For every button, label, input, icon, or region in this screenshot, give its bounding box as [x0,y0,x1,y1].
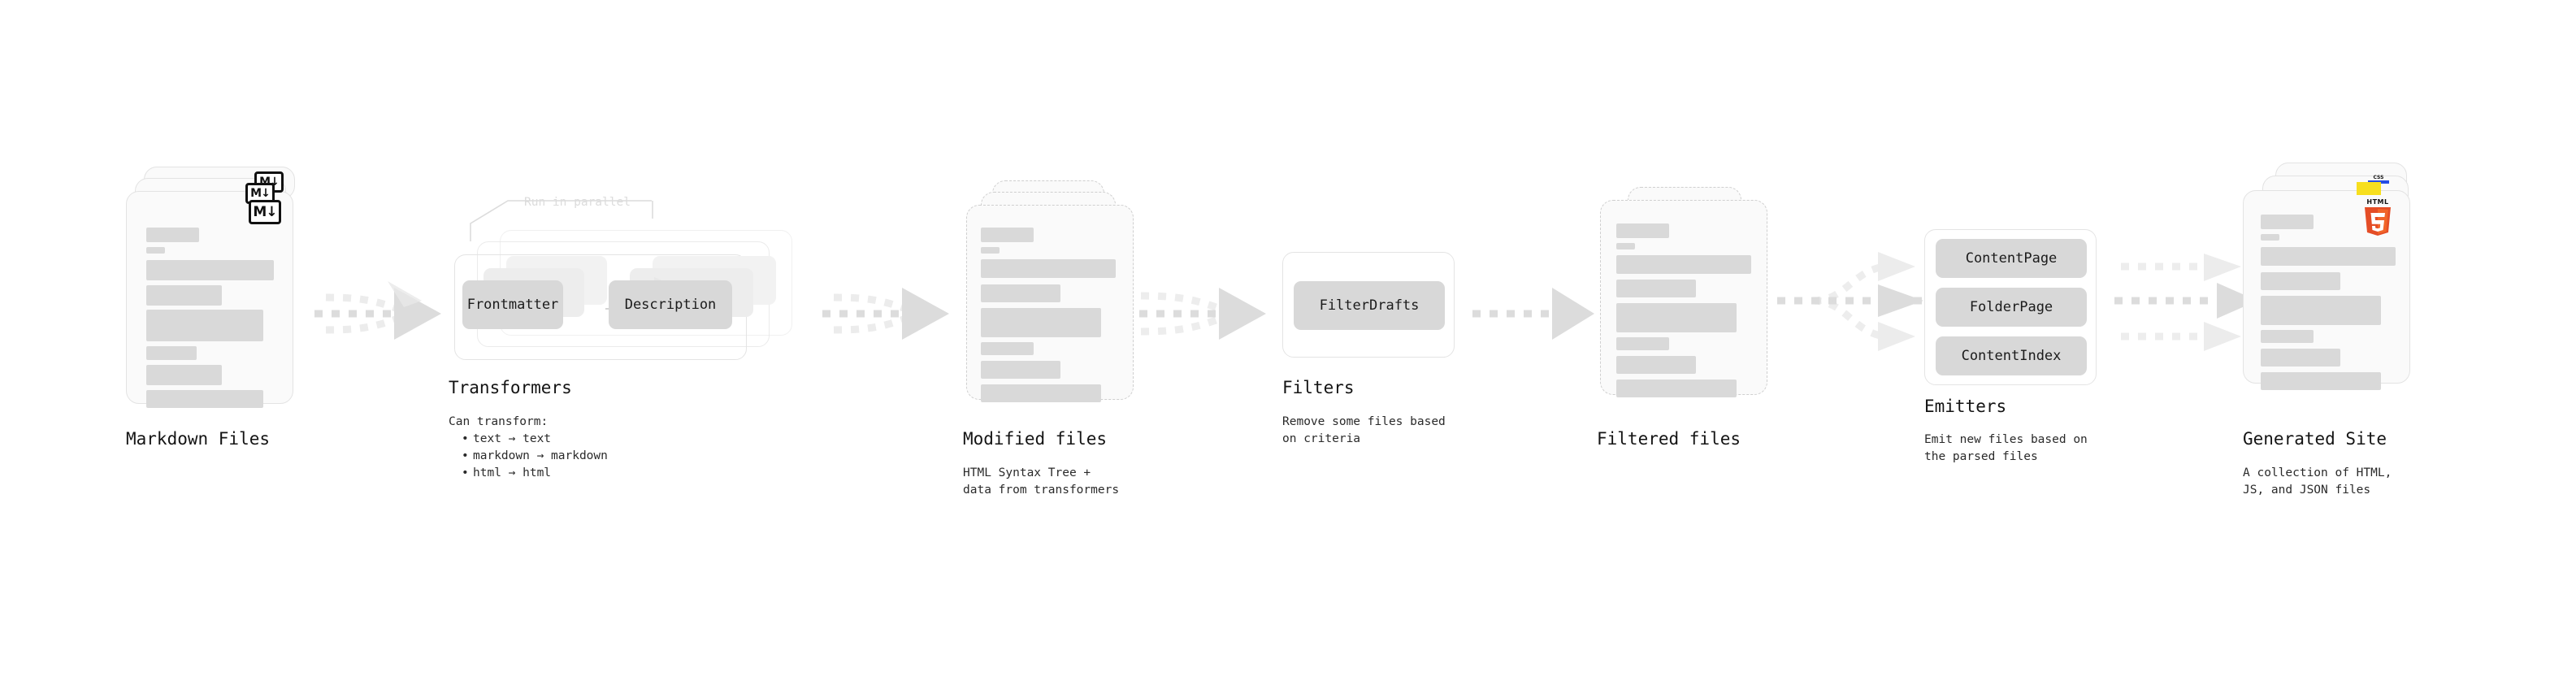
skeleton-line [1616,303,1737,332]
emitter-chip-contentindex[interactable]: ContentIndex [1936,336,2087,375]
stage-markdown-files: M↓ M↓ M↓ [126,167,313,427]
stage-title-generated-site: Generated Site [2243,429,2387,449]
skeleton-line [981,247,1000,254]
connector-md-to-transformers [314,281,441,340]
skeleton-line [2261,372,2381,390]
connector-filtered-to-emitters [1777,252,1930,351]
skeleton-line [2261,234,2279,241]
stage-title-transformers: Transformers [449,378,572,397]
filter-chip-filterdrafts[interactable]: FilterDrafts [1294,281,1445,330]
skeleton-line [2261,272,2340,290]
run-in-parallel-bracket [470,200,653,241]
skeleton-line [1616,255,1751,274]
svg-text:CSS: CSS [2374,175,2384,180]
css3-icon: CSS [2368,172,2389,184]
skeleton-line [146,346,197,360]
stage-title-markdown-files: Markdown Files [126,429,271,449]
skeleton-line [2261,349,2340,367]
markdown-file-stack: M↓ M↓ M↓ [126,167,313,427]
run-in-parallel-label: Run in parallel [524,196,631,209]
stage-modified-files [963,180,1142,424]
stage-generated-site: CSS HTML [2243,163,2430,423]
skeleton-line [146,310,263,341]
stage-filtered-files [1597,187,1776,423]
skeleton-line [981,284,1060,302]
skeleton-line [981,228,1034,242]
skeleton-line [1616,280,1696,297]
skeleton-line [981,361,1060,379]
skeleton-line [146,260,274,280]
skeleton-line [1616,223,1669,238]
emitter-chip-contentpage[interactable]: ContentPage [1936,239,2087,278]
modified-files-subtitle: HTML Syntax Tree + data from transformer… [963,466,1120,497]
filters-subtitle: Remove some files based on criteria [1282,415,1446,446]
transformer-chip-frontmatter[interactable]: Frontmatter [462,280,563,329]
stage-title-filtered-files: Filtered files [1597,429,1741,449]
stage-title-emitters: Emitters [1924,397,2007,416]
skeleton-line [146,365,222,385]
skeleton-line [981,259,1116,278]
skeleton-line [1616,356,1696,374]
skeleton-line [146,285,222,306]
connector-modified-to-filters [1139,288,1266,340]
html5-icon: HTML [2361,197,2394,236]
skeleton-line [981,308,1101,337]
emitter-chip-folderpage[interactable]: FolderPage [1936,288,2087,327]
emitters-box [1924,229,2097,385]
skeleton-line [981,342,1034,355]
skeleton-line [146,228,199,242]
list-item: html → html [462,465,608,482]
javascript-icon [2357,182,2381,195]
markdown-icon: M↓ [249,200,281,224]
skeleton-line [146,390,263,408]
transformers-subtitle-heading: Can transform: [449,415,549,428]
modified-file-stack [963,180,1142,424]
skeleton-line [1616,337,1669,350]
filtered-file-stack [1597,187,1776,423]
transformers-transform-list: text → text markdown → markdown html → h… [460,431,608,482]
stage-title-modified-files: Modified files [963,429,1108,449]
generated-site-stack: CSS HTML [2243,163,2430,423]
skeleton-line [1616,243,1635,249]
list-item: markdown → markdown [462,448,608,465]
connector-filters-to-filtered [1472,288,1594,340]
skeleton-line [2261,215,2314,229]
list-item: text → text [462,431,608,448]
stage-title-filters: Filters [1282,378,1355,397]
skeleton-line [1616,380,1737,397]
skeleton-line [981,384,1101,402]
skeleton-line [146,247,165,254]
skeleton-line [2261,296,2381,325]
skeleton-line [2261,247,2396,266]
filters-box [1282,252,1455,358]
skeleton-line [2261,330,2314,343]
svg-text:HTML: HTML [2366,198,2388,206]
generated-site-subtitle: A collection of HTML, JS, and JSON files [2243,466,2392,497]
connector-transformers-to-modified [822,288,949,340]
transformer-chip-description[interactable]: Description [609,280,732,329]
emitters-subtitle: Emit new files based on the parsed files [1924,433,2088,464]
connector-emitters-to-site [2114,254,2257,351]
